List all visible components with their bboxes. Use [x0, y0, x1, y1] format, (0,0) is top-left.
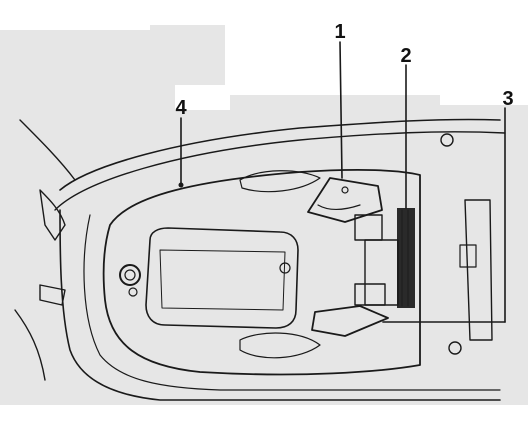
left-hinge [14, 119, 76, 381]
callout-4-label: 4 [175, 97, 187, 119]
right-bracket [440, 133, 493, 355]
document-holder [239, 283, 389, 359]
scooter-body-outline [54, 118, 506, 401]
upper-recess [239, 170, 321, 193]
leader-lines [178, 41, 506, 323]
callout-3-label: 3 [502, 88, 513, 110]
callout-labels: 1 2 3 4 [175, 21, 513, 119]
storage-tub [102, 168, 421, 376]
callout-1-label: 1 [334, 21, 345, 43]
callout-2-label: 2 [400, 45, 411, 67]
